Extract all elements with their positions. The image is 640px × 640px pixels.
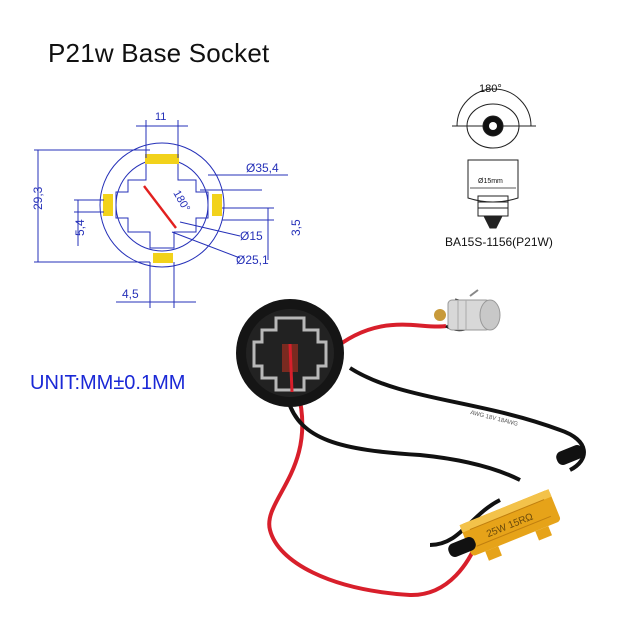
socket-photo-icon xyxy=(236,299,344,407)
socket-inner-outline xyxy=(115,164,209,249)
bulb-angle-label: 180° xyxy=(479,83,502,95)
bulb-base xyxy=(477,195,509,217)
socket-lug-bottom xyxy=(153,253,173,263)
product-photo: 25W 15RΩ AWG 18V 18AWG xyxy=(236,289,586,598)
socket-inner-ring xyxy=(115,158,209,252)
dim-angle: 180° xyxy=(170,188,192,214)
bulb-model-label: BA15S-1156(P21W) xyxy=(445,235,553,249)
dim-inner-diameter: Ø15 xyxy=(240,229,263,243)
dim-mid-diameter: Ø25,1 xyxy=(236,253,269,267)
bulb-drawing xyxy=(452,88,536,229)
black-wire-lower xyxy=(286,399,521,482)
page-title: P21w Base Socket xyxy=(48,38,270,68)
dim-outer-diameter: Ø35,4 xyxy=(246,161,279,175)
dim-right-small: 3,5 xyxy=(289,219,303,236)
socket-lug-top xyxy=(145,154,179,164)
bulb-photo-icon xyxy=(434,289,501,331)
dim-left-small: 5,4 xyxy=(73,219,87,236)
red-wire-upper xyxy=(328,322,447,354)
load-resistor-icon: 25W 15RΩ xyxy=(459,489,561,561)
black-wire-upper xyxy=(348,366,586,472)
dim-width-top: 11 xyxy=(155,111,166,123)
socket-pin-line xyxy=(143,185,177,229)
socket-drawing xyxy=(34,120,288,308)
socket-outer-circle xyxy=(99,142,225,268)
dim-height-total: 29,3 xyxy=(31,186,45,210)
bulb-diameter-label: Ø15mm xyxy=(478,178,503,185)
socket-lug-right xyxy=(212,194,222,216)
dim-bottom-width: 4,5 xyxy=(122,287,139,301)
unit-label: UNIT:MM±0.1MM xyxy=(30,372,186,394)
socket-lug-left xyxy=(103,194,113,216)
cable-print: AWG 18V 18AWG xyxy=(470,410,519,428)
bulb-angle-arc xyxy=(456,88,532,127)
red-wire-lower xyxy=(267,391,480,598)
